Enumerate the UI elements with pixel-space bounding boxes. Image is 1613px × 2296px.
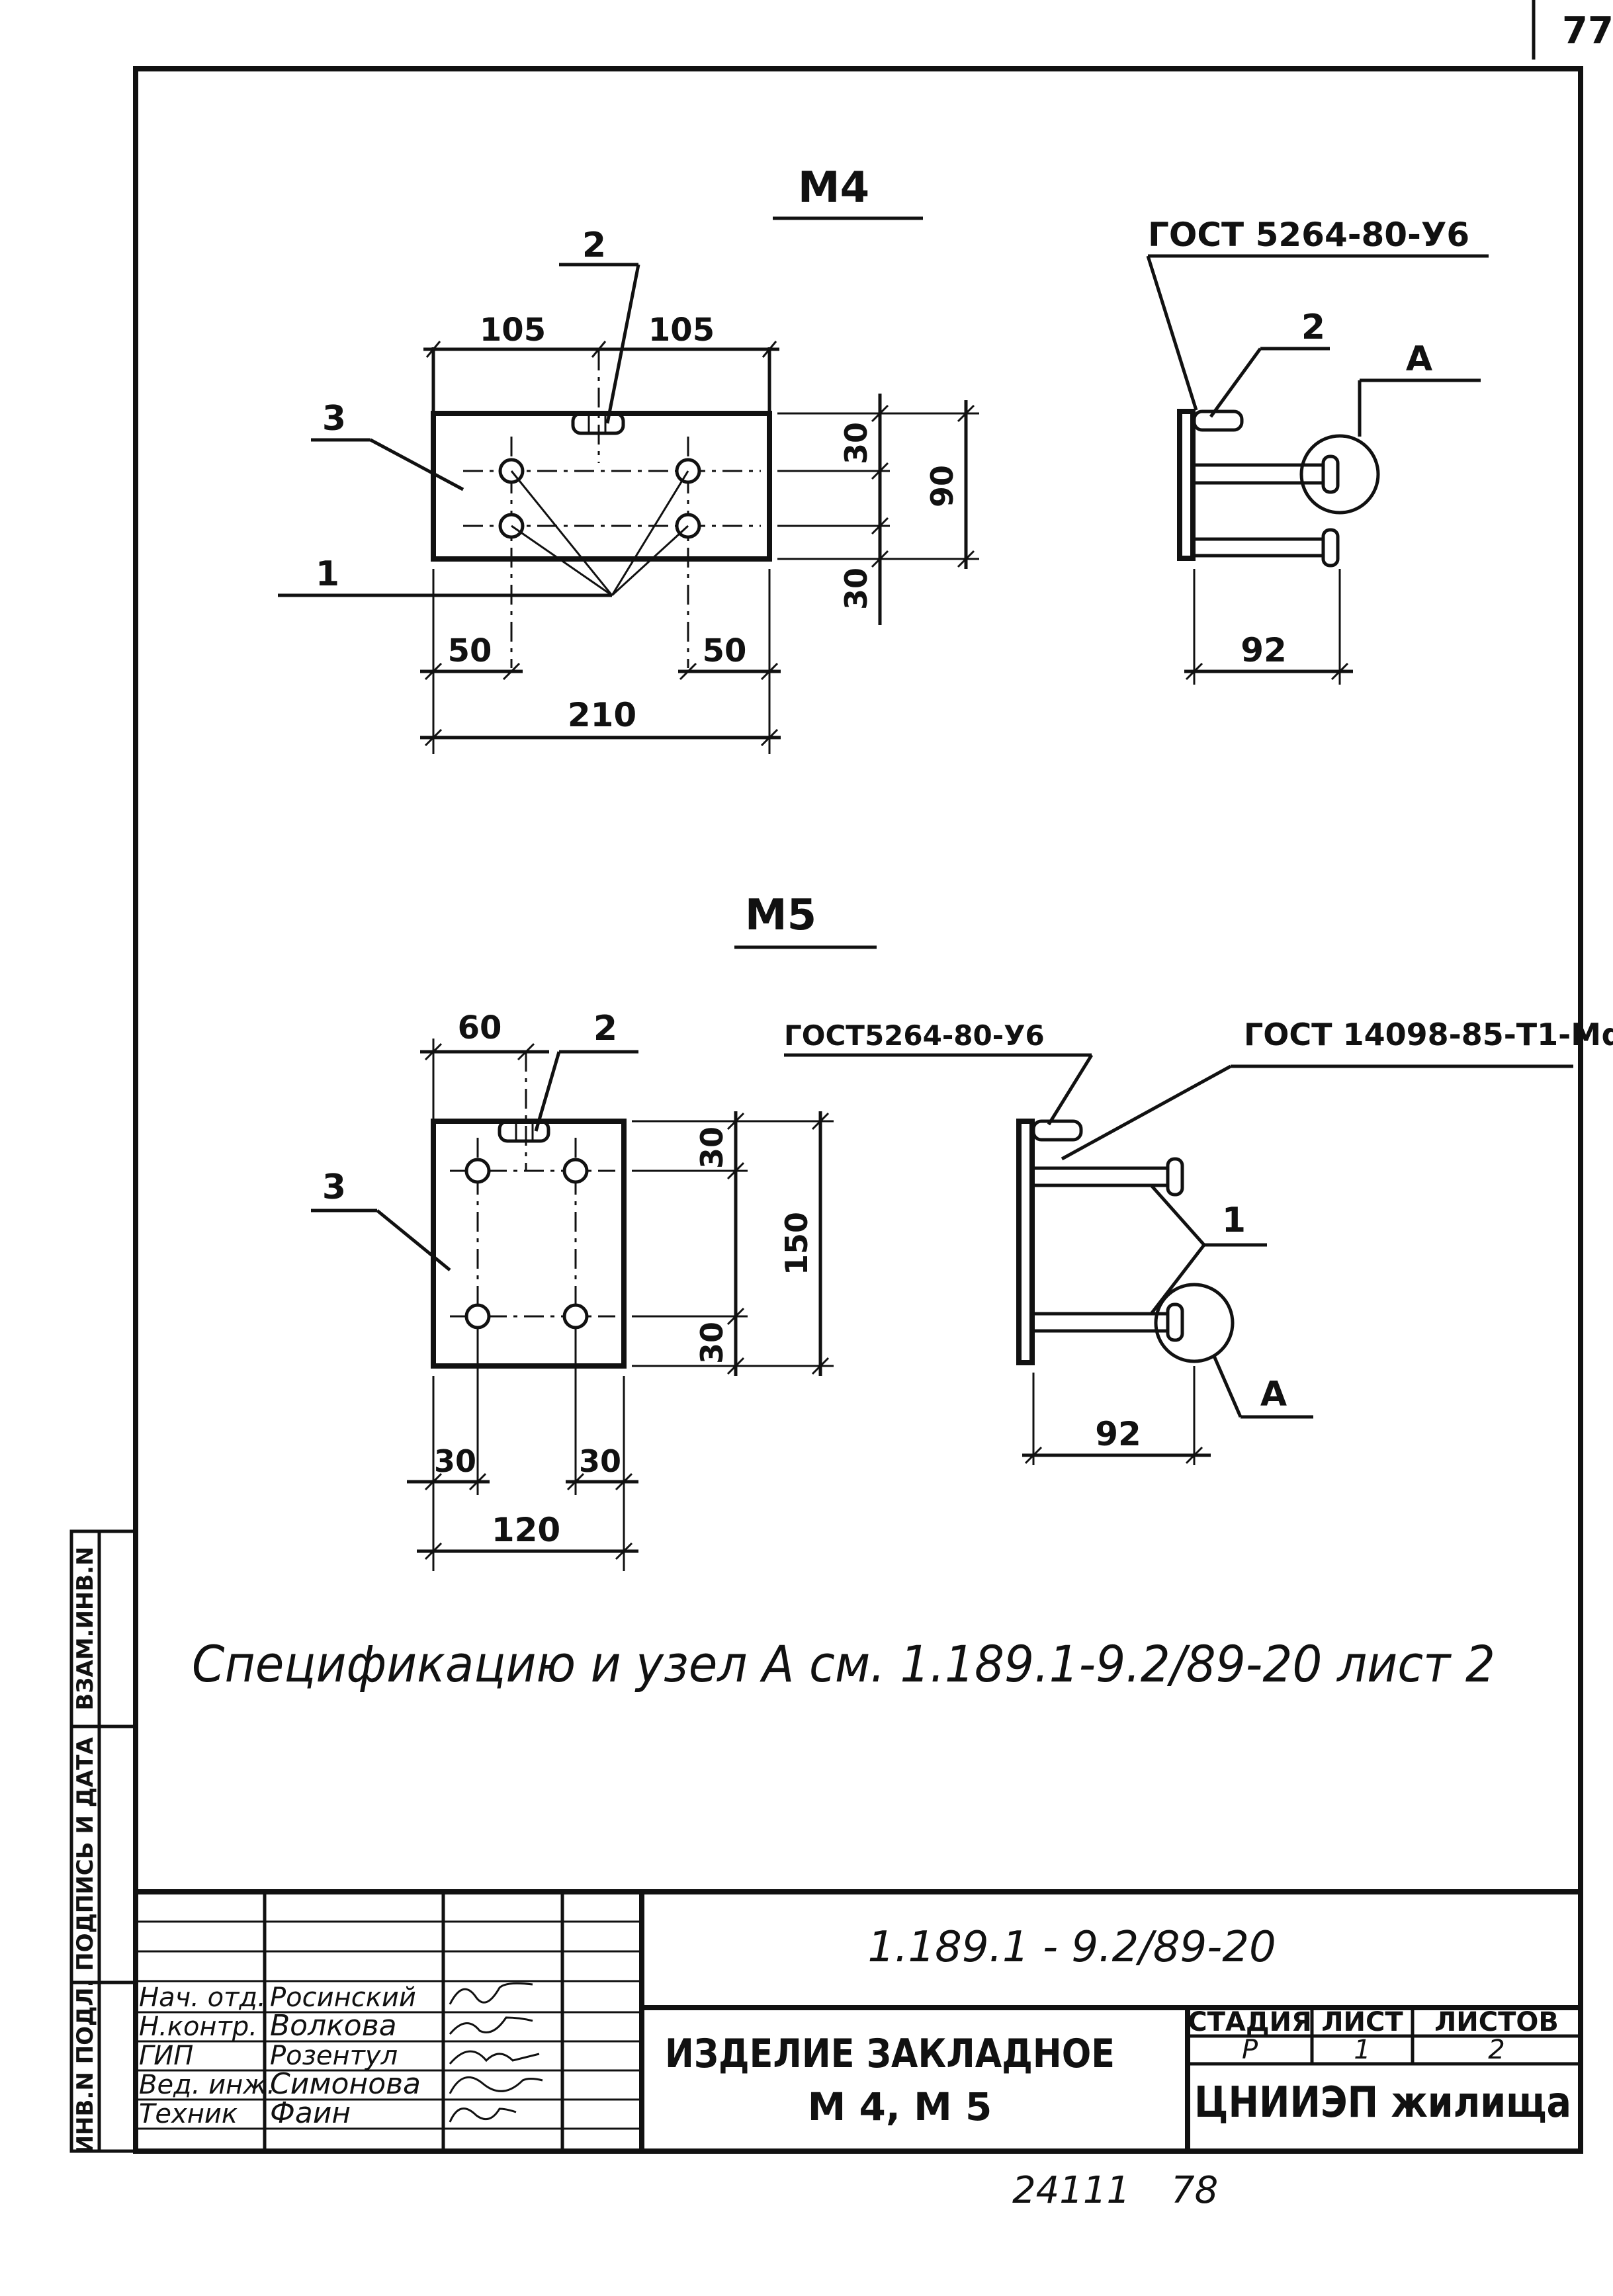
role-gip: ГИП [139, 2041, 193, 2071]
item-title: ИЗДЕЛИЕ ЗАКЛАДНОЕ [665, 2031, 1115, 2077]
name-volkova: Волкова [270, 2009, 397, 2043]
m5-title: М5 [745, 891, 816, 940]
m4-callout-1: 1 [316, 554, 339, 594]
left-strip-vzam-inv: ВЗАМ.ИНВ.N [72, 1547, 99, 1710]
m5-gost-right: ГОСТ 14098-85-Т1-Мф [1244, 1017, 1613, 1052]
left-strip-inv-podl: ИНВ.N ПОДЛ. [72, 1979, 99, 2154]
m5-stud-head [1166, 1157, 1184, 1197]
signature [449, 1982, 533, 2005]
m5-hole [464, 1303, 491, 1330]
header-sheet: ЛИСТ [1321, 2007, 1403, 2037]
m4-gost-label: ГОСТ 5264-80-У6 [1148, 216, 1469, 254]
m4-dim-50-right: 50 [703, 632, 747, 669]
value-sheet: 1 [1354, 2035, 1370, 2065]
m4-title: М4 [798, 163, 869, 212]
left-strip [69, 1529, 138, 2153]
m5-dim-30-right: 30 [579, 1443, 621, 1479]
m4-dim-105-right: 105 [648, 312, 715, 349]
m5-side-callout-1: 1 [1222, 1201, 1246, 1240]
m5-hole [562, 1158, 589, 1184]
m5-dim-30-bottom: 30 [694, 1322, 730, 1364]
m5-hole [562, 1303, 589, 1330]
m4-side-callout-a: А [1406, 339, 1432, 379]
m4-dim-50-left: 50 [448, 632, 492, 669]
m5-anchor-slot [498, 1119, 550, 1143]
m5-callout-3: 3 [322, 1168, 346, 1207]
m4-side-plate [1177, 409, 1196, 561]
m5-dim-30-left: 30 [434, 1443, 476, 1479]
m4-dim-210: 210 [568, 696, 636, 734]
doc-number: 1.189.1 - 9.2/89-20 [867, 1923, 1276, 1972]
name-rosinsky: Росинский [270, 1982, 416, 2013]
signature [449, 2107, 517, 2123]
archive-page: 78 [1171, 2169, 1218, 2212]
name-simonova: Симонова [270, 2067, 421, 2101]
m5-plate [431, 1119, 627, 1369]
signature [449, 2076, 543, 2094]
sheet-frame [133, 66, 1583, 2154]
m5-side-anchor [1031, 1119, 1083, 1142]
header-sheets: ЛИСТОВ [1434, 2007, 1559, 2037]
reference-note: Спецификацию и узел А см. 1.189.1-9.2/89… [192, 1635, 1495, 1693]
m4-callout-2: 2 [582, 226, 606, 265]
item-marks: М 4, М 5 [808, 2084, 992, 2129]
value-sheets: 2 [1488, 2035, 1504, 2065]
m5-dim-150: 150 [779, 1212, 814, 1275]
role-nach-otd: Нач. отд. [139, 1982, 266, 2013]
m5-dim-120: 120 [492, 1511, 560, 1549]
m4-dim-105-left: 105 [480, 312, 546, 349]
m4-dim-90: 90 [924, 465, 960, 507]
m5-detail-a-circle [1154, 1283, 1235, 1363]
name-fain: Фаин [270, 2096, 351, 2130]
signature [449, 2050, 540, 2064]
page-number: 77 [1562, 9, 1613, 52]
m5-hole [464, 1158, 491, 1184]
m5-side-dim-92: 92 [1095, 1415, 1141, 1453]
m5-stud-head [1166, 1302, 1184, 1342]
m4-side-dim-92: 92 [1241, 631, 1287, 669]
m5-side-callout-a: А [1260, 1375, 1287, 1414]
m4-stud-head [1321, 528, 1340, 568]
role-n-kontr: Н.контр. [139, 2012, 257, 2042]
m4-side-callout-2: 2 [1301, 308, 1325, 347]
m5-dim-60: 60 [458, 1009, 502, 1046]
signature [449, 2016, 533, 2035]
m4-callout-3: 3 [322, 399, 346, 439]
role-tekhnik: Техник [139, 2099, 238, 2129]
left-strip-signature-date: ПОДПИСЬ И ДАТА [72, 1736, 99, 1971]
m5-dim-30-top: 30 [694, 1127, 730, 1169]
m5-side-plate [1016, 1119, 1035, 1365]
value-stage: Р [1242, 2035, 1258, 2065]
name-rozentul: Розентул [270, 2041, 398, 2071]
organization: ЦНИИЭП жилища [1194, 2078, 1571, 2127]
m4-stud-head [1321, 454, 1340, 494]
m5-gost-left: ГОСТ5264-80-У6 [784, 1019, 1045, 1052]
m4-dim-30-bottom: 30 [838, 568, 874, 610]
m4-side-anchor [1192, 409, 1244, 432]
m4-dim-30-top: 30 [838, 422, 874, 464]
m5-callout-2: 2 [593, 1009, 617, 1048]
archive-number: 24111 [1012, 2169, 1130, 2212]
role-ved-inzh: Вед. инж. [139, 2070, 275, 2100]
m4-plate [431, 411, 772, 562]
header-stage: СТАДИЯ [1188, 2007, 1312, 2037]
m4-detail-a-circle [1299, 434, 1380, 515]
